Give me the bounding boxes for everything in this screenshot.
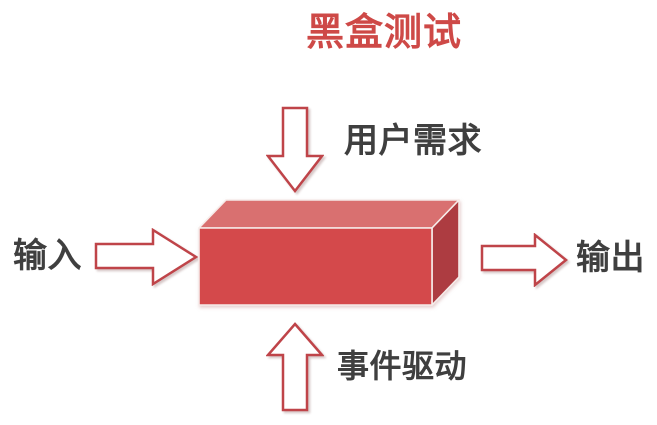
black-box-front-face: [198, 227, 433, 306]
arrow-down-shape: [266, 106, 324, 194]
arrow-output-shape: [480, 233, 568, 287]
black-box-top-face: [198, 199, 460, 229]
arrow-down-icon: [266, 106, 324, 194]
arrow-right-input-icon: [94, 228, 199, 286]
label-event-driven: 事件驱动: [337, 348, 468, 384]
arrow-up-shape: [266, 322, 324, 412]
label-user-requirements: 用户需求: [344, 122, 482, 160]
black-box: [198, 199, 460, 306]
diagram-title: 黑盒测试: [306, 12, 463, 54]
arrow-up-icon: [266, 322, 324, 412]
arrow-input-shape: [94, 228, 199, 286]
label-input: 输入: [13, 237, 82, 275]
arrow-right-output-icon: [480, 233, 568, 287]
label-output: 输出: [576, 239, 645, 277]
